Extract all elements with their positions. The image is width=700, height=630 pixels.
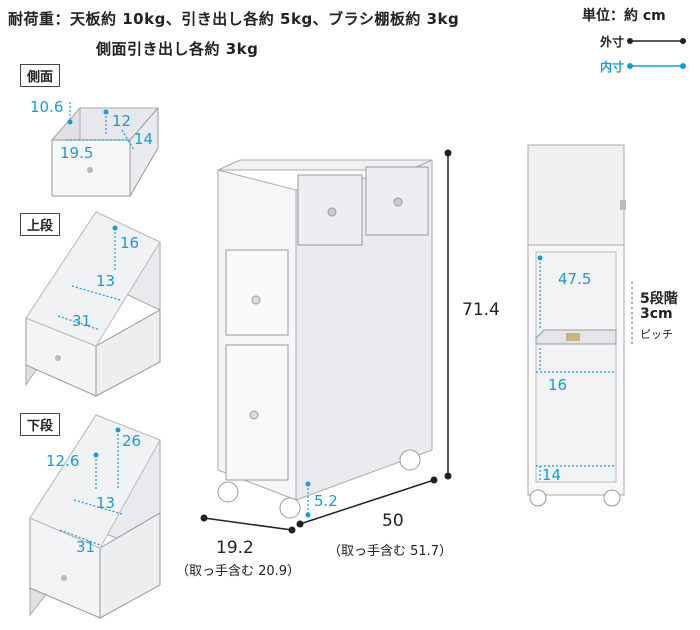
legend-outer-label: 外寸 — [600, 35, 625, 49]
load-capacity-line-1: 耐荷重：天板約 10kg、引き出し各約 5kg、ブラシ棚板約 3kg — [8, 10, 460, 28]
side-drawer-dim-c: 14 — [134, 130, 154, 148]
main-width-dim: 19.2 — [216, 538, 254, 558]
side-view-bottom-dim: 14 — [542, 466, 562, 484]
pitch-label-2: 3cm — [640, 306, 673, 322]
main-caster-dim: 5.2 — [314, 492, 338, 510]
main-depth-dim: 50 — [382, 511, 404, 531]
upper-drawer-tag: 上段 — [20, 213, 61, 236]
main-depth-note: （取っ手含む 51.7） — [328, 544, 453, 559]
lower-drawer-dim-a: 26 — [122, 432, 142, 450]
legend-inner-label: 内寸 — [600, 60, 625, 74]
side-view-upper-dim: 47.5 — [558, 270, 592, 288]
side-drawer-dim-d: 19.5 — [60, 144, 94, 162]
upper-drawer-dim-b: 13 — [96, 272, 116, 290]
side-drawer-dim-a: 10.6 — [30, 98, 64, 116]
upper-drawer-dim-c: 31 — [72, 312, 92, 330]
lower-drawer-tag: 下段 — [20, 413, 61, 436]
upper-drawer-dim-a: 16 — [120, 234, 140, 252]
lower-drawer-dim-d: 31 — [76, 538, 96, 556]
unit-label: 単位：約 cm — [582, 8, 666, 24]
main-height-dim: 71.4 — [462, 300, 500, 320]
pitch-label-1: 5段階 — [640, 291, 678, 307]
lower-drawer-dim-b: 12.6 — [46, 452, 80, 470]
main-width-note: （取っ手含む 20.9） — [176, 564, 301, 579]
side-drawer-tag: 側面 — [20, 64, 61, 87]
load-capacity-line-2: 側面引き出し各約 3kg — [96, 40, 259, 58]
side-drawer-dim-b: 12 — [112, 112, 132, 130]
lower-drawer-dim-c: 13 — [96, 494, 116, 512]
side-view-shelf-dim: 16 — [548, 376, 568, 394]
pitch-label-3: ピッチ — [640, 328, 673, 341]
